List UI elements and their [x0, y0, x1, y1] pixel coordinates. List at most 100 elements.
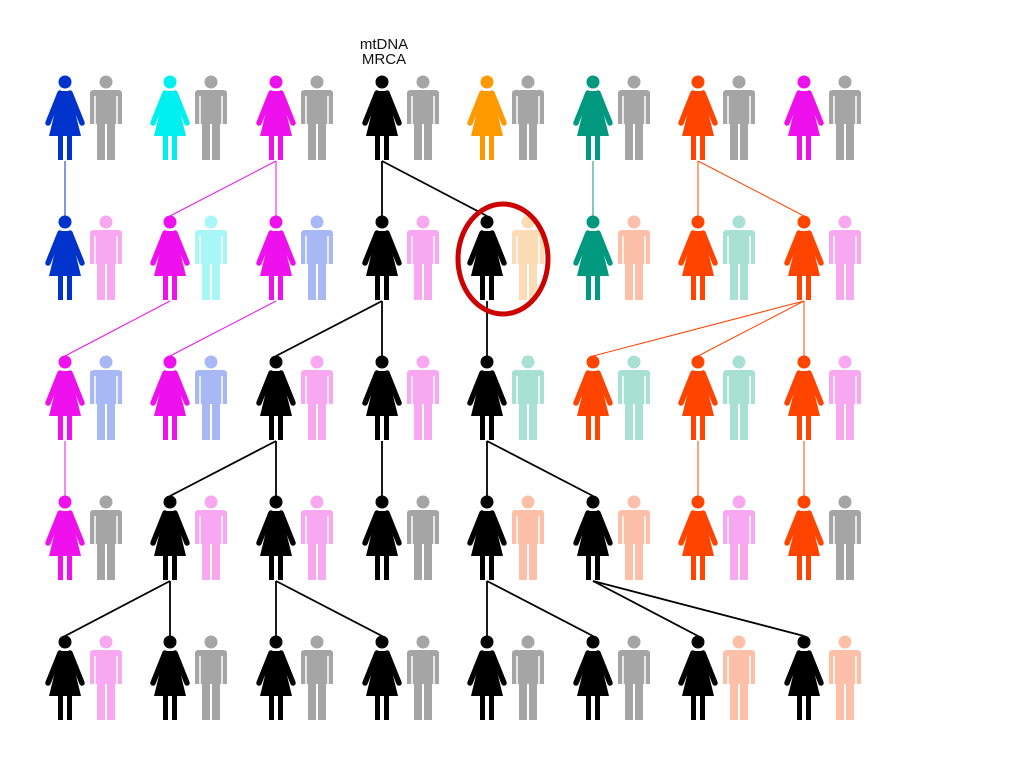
- male-icon: [90, 635, 122, 720]
- male-icon: [829, 635, 861, 720]
- female-icon: [573, 635, 613, 720]
- female-icon: [784, 75, 824, 160]
- lineage-link: [381, 160, 488, 217]
- couple: [362, 75, 439, 160]
- female-icon: [784, 495, 824, 580]
- couple: [784, 75, 861, 160]
- lineage-link: [169, 300, 277, 357]
- male-icon: [195, 215, 227, 300]
- couple: [784, 215, 861, 300]
- lineage-links: [64, 160, 805, 637]
- couple: [784, 635, 861, 720]
- male-icon: [829, 495, 861, 580]
- male-icon: [618, 215, 650, 300]
- male-icon: [512, 75, 544, 160]
- couple: [573, 495, 650, 580]
- female-icon: [784, 215, 824, 300]
- male-icon: [195, 355, 227, 440]
- couple: [467, 355, 544, 440]
- couple: [45, 495, 122, 580]
- male-icon: [829, 215, 861, 300]
- female-icon: [467, 75, 507, 160]
- female-icon: [150, 635, 190, 720]
- couple: [467, 635, 544, 720]
- female-icon: [362, 495, 402, 580]
- couple: [573, 75, 650, 160]
- female-icon: [150, 495, 190, 580]
- male-icon: [512, 635, 544, 720]
- male-icon: [90, 215, 122, 300]
- couple: [678, 215, 755, 300]
- female-icon: [362, 635, 402, 720]
- couple: [784, 355, 861, 440]
- male-icon: [829, 355, 861, 440]
- couple: [256, 215, 333, 300]
- male-icon: [618, 495, 650, 580]
- couple: [467, 495, 544, 580]
- female-icon: [678, 75, 718, 160]
- male-icon: [512, 355, 544, 440]
- lineage-link: [486, 440, 594, 497]
- female-icon: [362, 75, 402, 160]
- female-icon: [362, 355, 402, 440]
- lineage-link: [592, 580, 699, 637]
- male-icon: [407, 215, 439, 300]
- female-icon: [256, 215, 296, 300]
- couple: [256, 635, 333, 720]
- male-icon: [829, 75, 861, 160]
- male-icon: [407, 75, 439, 160]
- lineage-link: [169, 160, 277, 217]
- female-icon: [784, 355, 824, 440]
- lineage-link: [592, 300, 805, 357]
- couple: [784, 495, 861, 580]
- mrca-label: mtDNA MRCA: [334, 37, 434, 67]
- male-icon: [723, 215, 755, 300]
- female-icon: [150, 75, 190, 160]
- couple: [150, 75, 227, 160]
- female-icon: [45, 495, 85, 580]
- female-icon: [467, 495, 507, 580]
- couple: [150, 635, 227, 720]
- female-icon: [256, 75, 296, 160]
- lineage-link: [697, 160, 805, 217]
- male-icon: [407, 635, 439, 720]
- female-icon: [678, 495, 718, 580]
- female-icon: [678, 215, 718, 300]
- male-icon: [195, 75, 227, 160]
- couple: [678, 75, 755, 160]
- generation-row: [45, 635, 861, 720]
- male-icon: [195, 635, 227, 720]
- male-icon: [618, 355, 650, 440]
- mrca-label-line2: MRCA: [361, 51, 407, 68]
- couple: [256, 75, 333, 160]
- couple: [573, 215, 650, 300]
- female-icon: [467, 355, 507, 440]
- generation-row: [45, 355, 861, 440]
- highlight-circle: [455, 201, 551, 317]
- couple: [573, 635, 650, 720]
- generation-row: [45, 215, 861, 300]
- female-icon: [573, 355, 613, 440]
- couple: [467, 215, 544, 300]
- male-icon: [90, 355, 122, 440]
- lineage-link: [486, 580, 594, 637]
- female-icon: [45, 75, 85, 160]
- couple: [467, 75, 544, 160]
- lineage-link: [169, 440, 277, 497]
- mrca-label-line1: mtDNA: [359, 36, 409, 53]
- female-icon: [256, 635, 296, 720]
- couple: [150, 355, 227, 440]
- population-grid: [45, 75, 861, 720]
- male-icon: [723, 495, 755, 580]
- lineage-link: [592, 580, 805, 637]
- male-icon: [723, 355, 755, 440]
- female-icon: [150, 215, 190, 300]
- couple: [678, 635, 755, 720]
- male-icon: [618, 635, 650, 720]
- male-icon: [407, 495, 439, 580]
- male-icon: [618, 75, 650, 160]
- lineage-link: [64, 580, 171, 637]
- male-icon: [301, 635, 333, 720]
- male-icon: [195, 495, 227, 580]
